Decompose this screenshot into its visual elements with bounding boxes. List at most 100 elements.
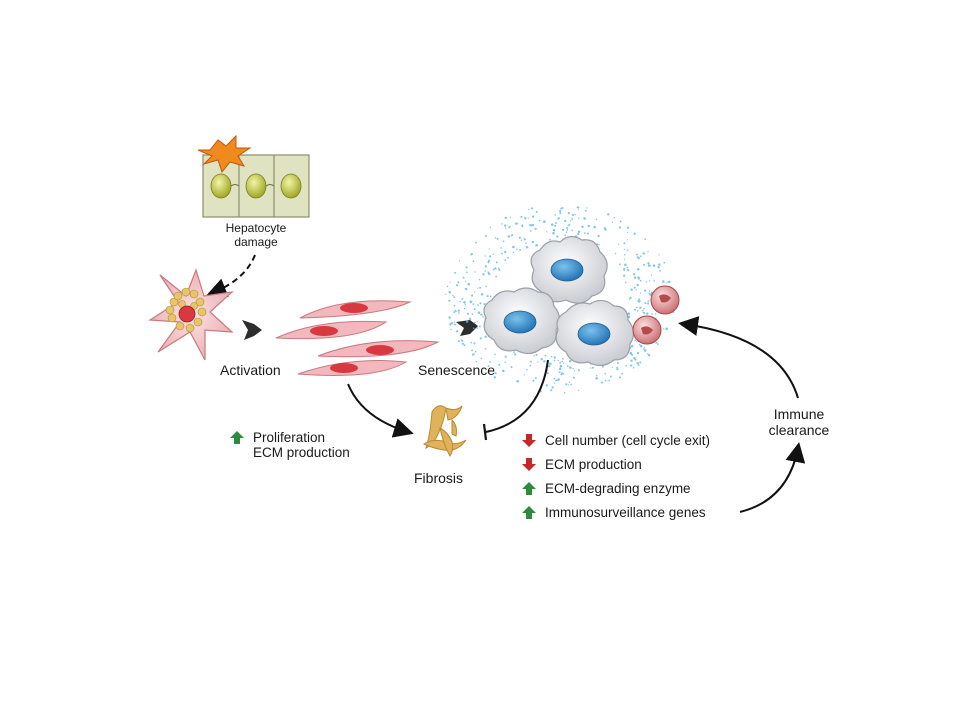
sasp-dot (473, 308, 476, 311)
hepatocyte-nucleus (280, 173, 302, 199)
senescent-nucleus (577, 322, 611, 346)
sasp-dot (469, 300, 472, 303)
sasp-dot (493, 376, 497, 379)
sasp-dot (595, 218, 598, 221)
sasp-dot (574, 213, 576, 216)
sasp-dot (584, 209, 587, 212)
sasp-dot (511, 234, 514, 236)
sasp-dot (626, 249, 629, 251)
sasp-dot (504, 361, 507, 363)
sasp-dot (477, 287, 479, 289)
sasp-dot (557, 378, 560, 381)
sasp-dot (504, 250, 507, 254)
sasp-dot (647, 353, 651, 357)
hepatocyte-nucleus (245, 173, 267, 199)
damage-to-stellate-arrow (206, 254, 256, 298)
senescence-effect-item: Immunosurveillance genes (522, 505, 706, 520)
sasp-dot (638, 298, 640, 301)
senescence-inhibits-fibrosis-line (485, 359, 549, 433)
sasp-dot (587, 224, 591, 228)
sasp-dot (455, 284, 459, 287)
fibrosis-icon (422, 405, 467, 457)
sasp-dot (472, 303, 475, 305)
sasp-dot (448, 317, 451, 320)
sasp-dot (494, 267, 497, 270)
sasp-dot (488, 272, 491, 276)
sasp-dot (478, 325, 481, 328)
sasp-dot (577, 208, 580, 210)
sasp-dot (494, 237, 497, 239)
sasp-dot (548, 238, 551, 241)
sasp-dot (547, 364, 551, 368)
sasp-dot (455, 330, 459, 333)
sasp-dot (626, 226, 630, 229)
sasp-dot (569, 359, 572, 363)
sasp-dot (562, 372, 565, 375)
sasp-dot (461, 339, 464, 342)
senescent-nucleus (550, 258, 584, 282)
sasp-dot (578, 217, 580, 219)
sasp-dot (450, 322, 453, 325)
sasp-dot (629, 352, 633, 355)
sasp-dot (485, 285, 487, 288)
sasp-dot (665, 282, 667, 284)
sasp-dot (663, 328, 665, 330)
sasp-dot (520, 215, 523, 218)
sasp-dot (501, 223, 503, 225)
sasp-dot (627, 269, 630, 272)
sasp-dot (529, 364, 532, 367)
sasp-dot (553, 359, 556, 362)
activation-effect-text: ECM production (253, 445, 350, 460)
sasp-dot (453, 311, 456, 314)
sasp-dot (479, 286, 482, 289)
sasp-dot (545, 384, 548, 387)
sasp-dot (550, 223, 554, 226)
sasp-dot (492, 268, 495, 271)
sasp-dot (470, 253, 472, 256)
sasp-dot (619, 376, 622, 379)
sasp-dot (523, 238, 526, 241)
sasp-dot (607, 213, 610, 216)
sasp-dot (583, 232, 586, 234)
sasp-dot (595, 375, 598, 377)
sasp-dot (463, 301, 466, 304)
sasp-dot (567, 224, 570, 227)
sasp-dot (537, 361, 539, 363)
sasp-dot (635, 253, 638, 256)
hepatocyte-damage-label: Hepatocyte damage (210, 221, 302, 249)
sasp-dot (498, 267, 500, 270)
sasp-dot (461, 342, 464, 345)
sasp-dot (644, 238, 647, 241)
sasp-dot (478, 278, 481, 281)
up-arrow-icon (522, 482, 536, 495)
sasp-dot (535, 353, 538, 356)
sasp-dot (480, 313, 483, 316)
sasp-dot (552, 229, 556, 232)
sasp-dot (559, 361, 562, 364)
sasp-dot (616, 368, 619, 371)
sasp-dot (636, 341, 638, 343)
sasp-dot (484, 270, 487, 272)
sasp-dot (595, 377, 598, 380)
sasp-dot (613, 216, 615, 219)
sasp-dot (476, 321, 478, 323)
sasp-dot (618, 226, 621, 229)
sasp-dot (654, 313, 657, 315)
sasp-dot (663, 261, 666, 264)
senescence-effect-text: ECM-degrading enzyme (545, 481, 691, 496)
sasp-dot (626, 266, 629, 269)
sasp-dot (624, 281, 627, 284)
sasp-dot (546, 231, 548, 233)
sasp-dot (525, 246, 529, 249)
sasp-dot (647, 302, 650, 305)
sasp-dot (651, 313, 653, 315)
sasp-dot (650, 274, 653, 276)
sasp-dot (630, 344, 634, 348)
sasp-dot (502, 369, 505, 373)
sasp-dot (609, 375, 612, 378)
sasp-dot (631, 353, 634, 356)
sasp-dot (455, 310, 457, 313)
sasp-dot (643, 307, 645, 310)
sasp-dot (643, 349, 647, 352)
sasp-dot (558, 371, 561, 374)
